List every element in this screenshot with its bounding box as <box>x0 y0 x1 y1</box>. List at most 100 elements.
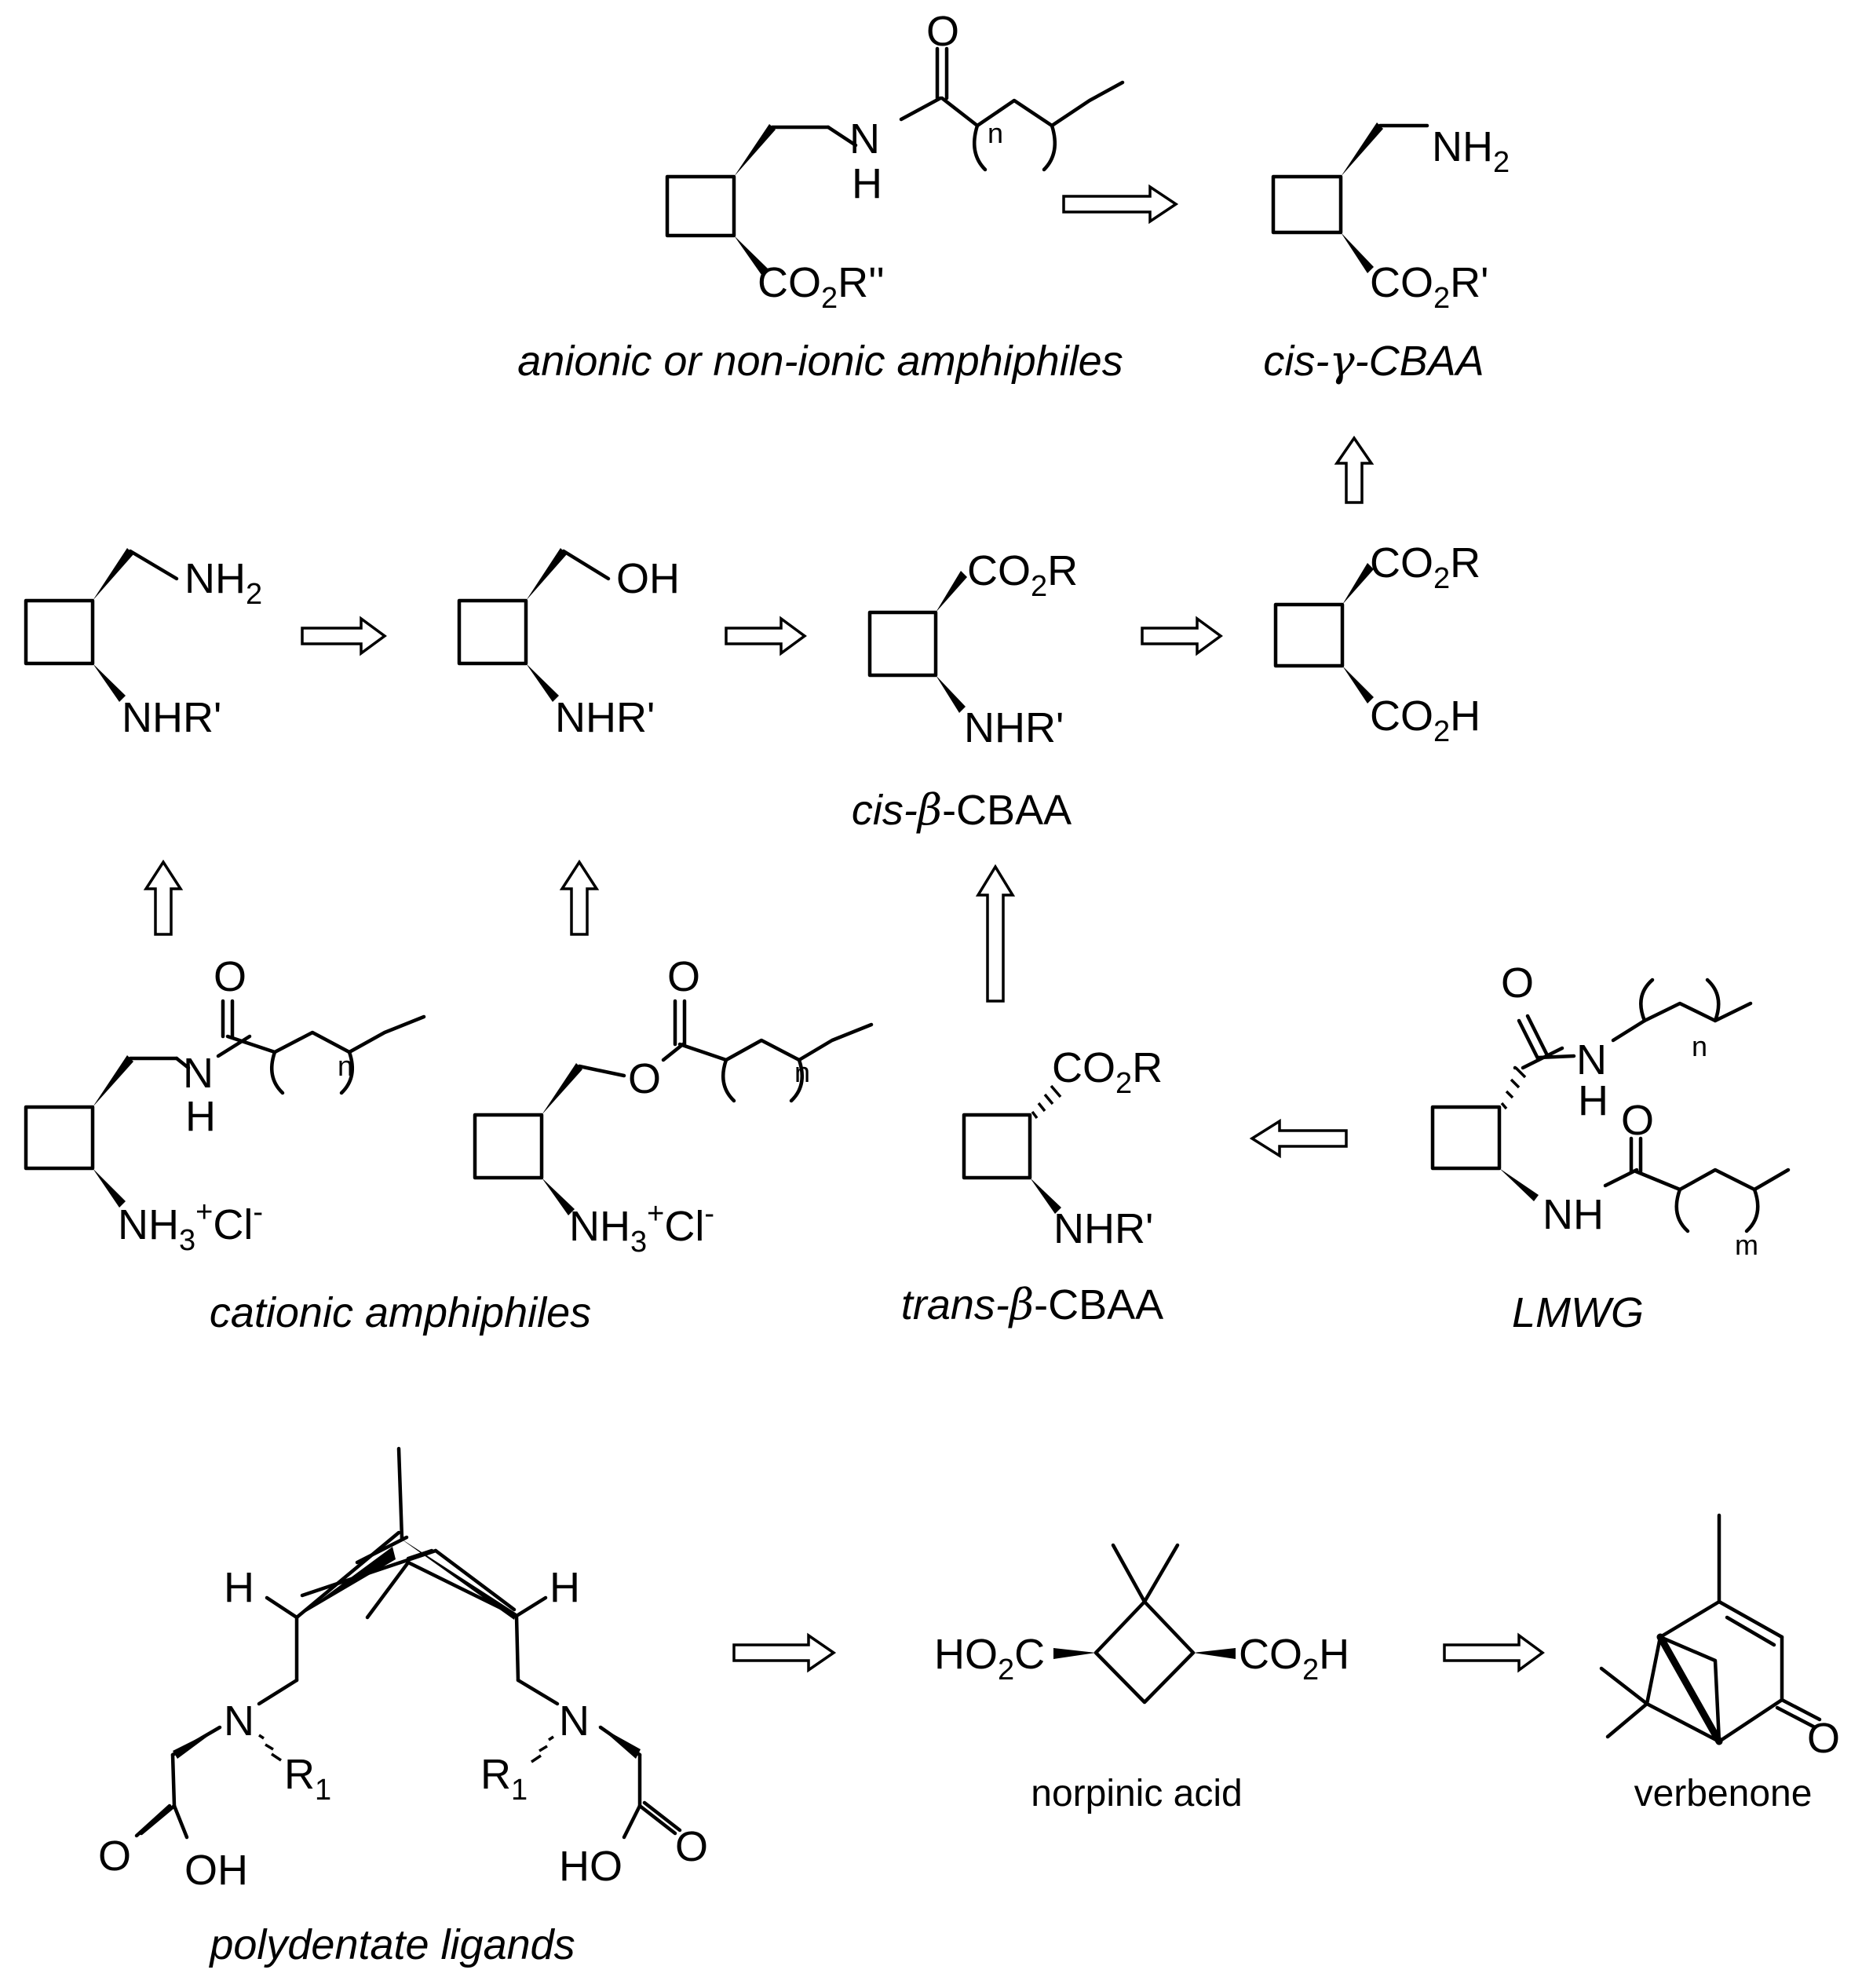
formula-glyph: 2 <box>1433 715 1450 748</box>
formula-glyph: R <box>838 259 868 306</box>
formula-glyph: C <box>1239 1631 1269 1678</box>
retro-arrow-11 <box>1443 1632 1545 1673</box>
molecule-hydroxymethyl-nhr: OH NHR' <box>457 548 680 741</box>
group-NHRp: NHR' <box>964 704 1064 751</box>
caption-polydentate-ligands: polydentate ligands <box>208 1921 575 1968</box>
caption-cis-beta-cbaa: cis-β-CBAA <box>852 785 1072 835</box>
formula-glyph: + <box>647 1197 664 1230</box>
atom-NH-amide: N <box>1576 1036 1607 1084</box>
group-NH2: NH2 <box>184 555 262 611</box>
molecule-trans-beta-cbaa: CO2R NHR' trans-β-CBAA <box>901 1044 1163 1329</box>
retro-arrow-6 <box>143 859 184 936</box>
retro-arrow-5 <box>1141 616 1223 656</box>
atom-N-left: N <box>224 1697 254 1745</box>
index-n: n <box>988 117 1003 149</box>
formula-glyph: + <box>195 1196 213 1229</box>
formula-glyph: 3 <box>179 1224 195 1257</box>
molecule-aminomethyl-nhr: NH2 NHR' <box>24 548 262 741</box>
group-NH: NH <box>1543 1191 1604 1238</box>
formula-glyph: 2 <box>1302 1654 1319 1687</box>
formula-glyph: H <box>1319 1631 1349 1678</box>
formula-glyph: l <box>243 1201 253 1248</box>
atom-NH-amide: N <box>183 1050 214 1097</box>
group-CO2H: CO2H <box>1239 1631 1349 1687</box>
molecule-cationic-amide: O N H n NH3+Cl- <box>24 953 426 1257</box>
formula-glyph: C <box>1014 1631 1045 1678</box>
caption-anionic-amphiphiles: anionic or non-ionic amphiphiles <box>517 338 1123 385</box>
formula-glyph: ' <box>876 259 884 306</box>
retro-arrow-2 <box>1334 435 1375 504</box>
molecule-polydentate-ligand: H H N N R1 R1 O OH HO O polydentate liga… <box>98 1446 708 1968</box>
formula-glyph: O <box>788 259 821 306</box>
formula-glyph: 2 <box>1493 146 1510 179</box>
atom-H-right: H <box>549 1564 580 1611</box>
atom-H-amide: H <box>1578 1077 1608 1124</box>
formula-glyph: O <box>1400 693 1433 740</box>
molecule-anionic-amphiphile: O N H n CO2R'' anionic or non-ionic amph… <box>517 8 1125 385</box>
index-n: n <box>338 1050 353 1082</box>
atom-H-left: H <box>224 1564 254 1611</box>
group-CO2Rp: CO2R' <box>1370 259 1488 315</box>
formula-glyph: H <box>148 1201 179 1248</box>
formula-glyph: 1 <box>511 1774 528 1807</box>
formula-glyph: 2 <box>246 578 262 611</box>
formula-glyph: C <box>1370 693 1400 740</box>
formula-glyph: C <box>1370 539 1400 587</box>
formula-glyph: 2 <box>821 282 838 315</box>
group-NH3Cl: NH3+Cl- <box>118 1196 263 1257</box>
group-NH2: NH2 <box>1432 123 1510 179</box>
group-CO2H: CO2H <box>1370 693 1480 748</box>
atom-H-amide: H <box>185 1093 216 1140</box>
index-n: n <box>1692 1030 1707 1062</box>
molecule-cis-beta-cbaa: CO2R NHR' cis-β-CBAA <box>852 547 1078 835</box>
formula-glyph: O <box>998 547 1031 594</box>
formula-glyph: N <box>1432 123 1462 170</box>
formula-glyph: 3 <box>630 1226 647 1259</box>
group-CO2R: CO2R <box>967 547 1078 603</box>
formula-glyph: R <box>1450 539 1480 587</box>
retro-arrow-1 <box>1062 184 1179 225</box>
molecule-diacid-monoester: CO2R CO2H <box>1273 539 1480 748</box>
formula-glyph: R <box>1450 259 1480 306</box>
retro-arrow-9 <box>1249 1118 1348 1159</box>
atom-N-right: N <box>559 1697 590 1745</box>
index-n: n <box>794 1056 810 1088</box>
formula-glyph: N <box>569 1203 600 1250</box>
atom-O-ester: O <box>628 1055 661 1102</box>
atom-O: O <box>926 8 959 55</box>
caption-trans-beta-cbaa: trans-β-CBAA <box>901 1280 1163 1329</box>
group-NHRp: NHR' <box>122 694 221 741</box>
retro-arrow-10 <box>732 1632 837 1673</box>
formula-glyph: C <box>967 547 998 594</box>
atom-O-right: O <box>675 1823 708 1870</box>
formula-glyph: O <box>1083 1044 1115 1091</box>
group-OH-left: OH <box>184 1847 248 1894</box>
formula-glyph: 2 <box>998 1654 1014 1687</box>
caption-cationic-amphiphiles: cationic amphiphiles <box>210 1289 591 1336</box>
atom-O-left: O <box>98 1833 131 1880</box>
retro-arrow-3 <box>301 616 387 656</box>
group-HO2C: HO2C <box>934 1631 1045 1687</box>
molecule-verbenone: O verbenone <box>1599 1513 1840 1814</box>
formula-glyph: O <box>1269 1631 1302 1678</box>
molecule-lmwg: O N H n O NH m LMWG <box>1430 959 1791 1336</box>
formula-glyph: C <box>1052 1044 1083 1091</box>
formula-glyph: 2 <box>1433 562 1450 595</box>
formula-glyph: O <box>965 1631 998 1678</box>
formula-glyph: O <box>1400 539 1433 587</box>
group-CO2R: CO2R <box>1370 539 1480 595</box>
formula-glyph: 2 <box>1031 570 1047 603</box>
formula-glyph: C <box>1370 259 1400 306</box>
formula-glyph: R <box>1047 547 1078 594</box>
atom-H-amide: H <box>852 160 882 207</box>
group-NHRp: NHR' <box>555 694 655 741</box>
formula-glyph: O <box>1400 259 1433 306</box>
formula-glyph: H <box>600 1203 630 1250</box>
molecule-cis-gamma-cbaa: NH2 CO2R' cis-γ-CBAA <box>1263 122 1510 386</box>
formula-glyph: - <box>704 1197 714 1230</box>
group-HO-right: HO <box>559 1843 622 1890</box>
formula-glyph: R <box>1132 1044 1163 1091</box>
caption-cis-gamma-cbaa: cis-γ-CBAA <box>1263 336 1484 386</box>
formula-glyph: ' <box>868 259 876 306</box>
